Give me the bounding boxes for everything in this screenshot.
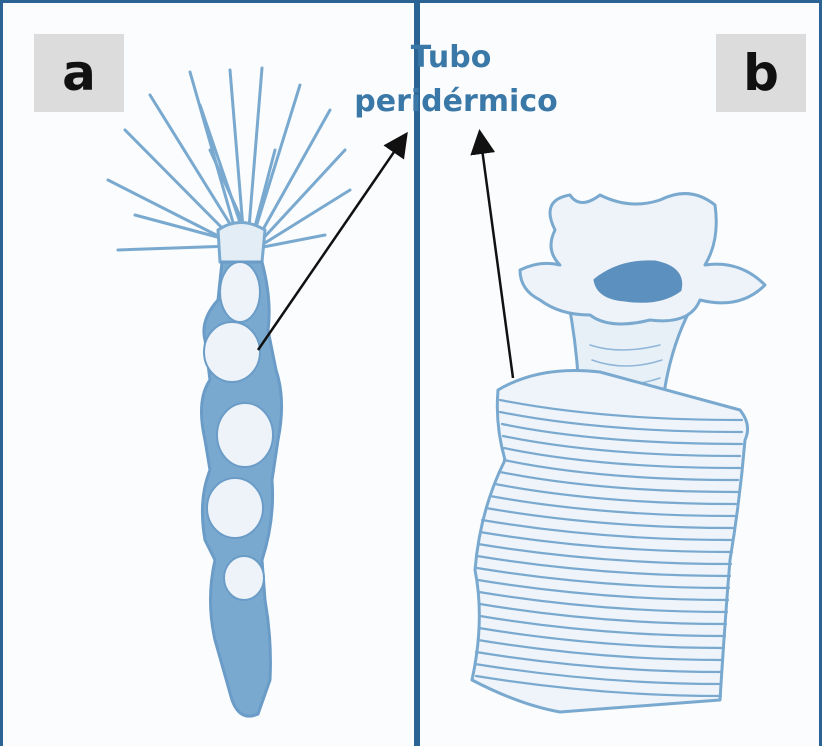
panel-label-a: a <box>34 34 124 112</box>
panel-label-b: b <box>716 34 806 112</box>
polyp-a-drawing <box>108 68 350 716</box>
arrow-to-tube-b <box>480 134 513 378</box>
polyp-b-drawing <box>472 194 765 712</box>
hydranth-a <box>218 223 265 267</box>
annotation-caption: Tubo peridérmico <box>336 36 576 124</box>
annotation-line-2: peridérmico <box>336 80 576 124</box>
annotation-line-1: Tubo <box>326 36 576 80</box>
oral-disk-b <box>520 194 765 324</box>
tentacles-a <box>108 68 350 250</box>
